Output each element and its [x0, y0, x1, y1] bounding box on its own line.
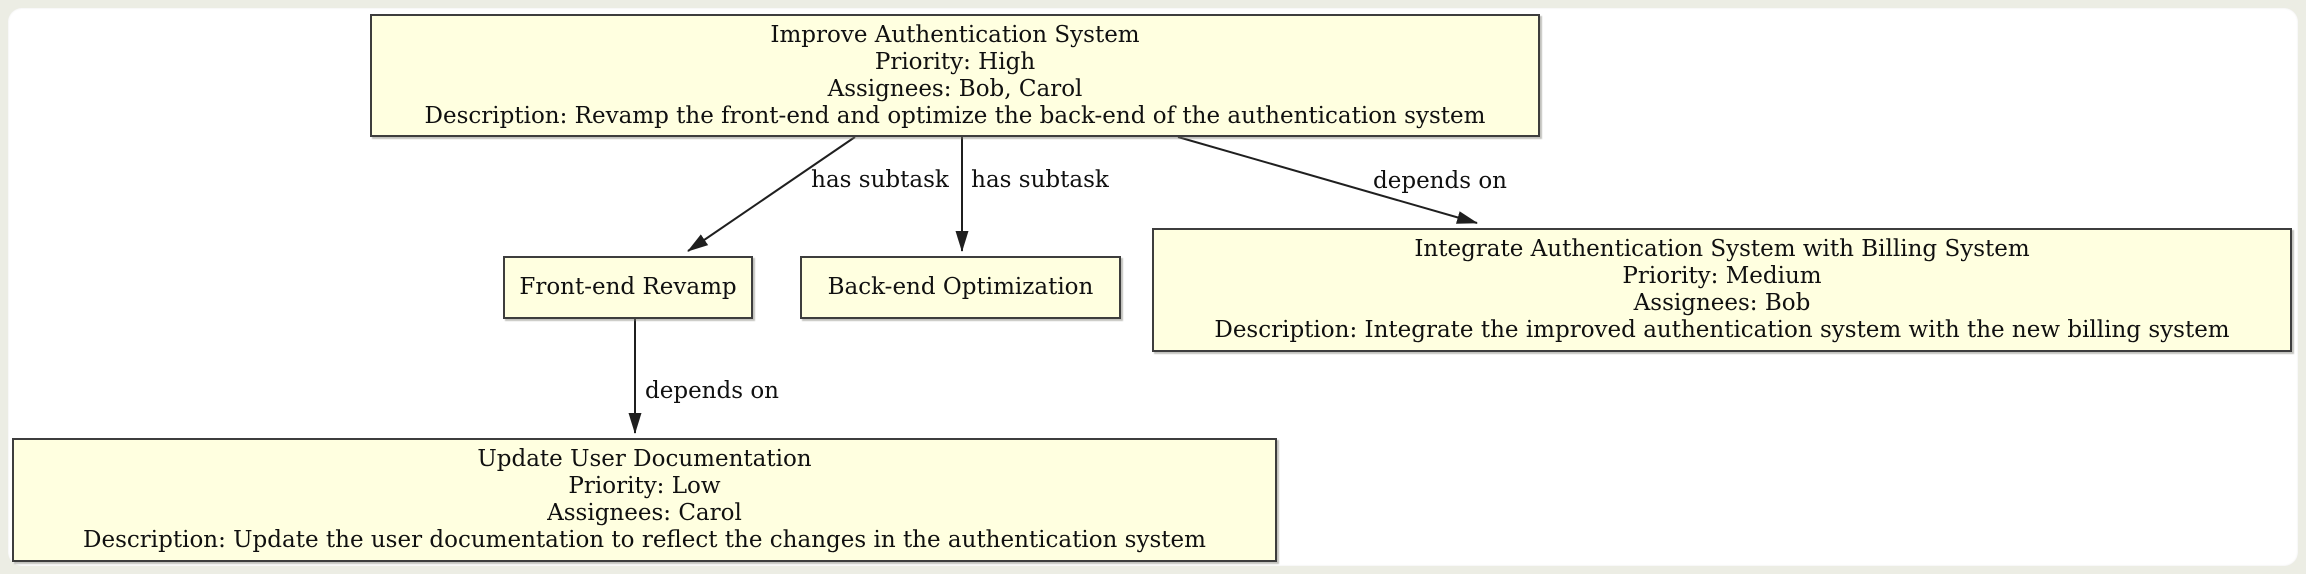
edge-label-depends-on-docs: depends on — [645, 378, 779, 404]
edge-label-has-subtask-frontend: has subtask — [811, 167, 949, 193]
node-assignees: Assignees: Carol — [547, 500, 742, 526]
node-title: Back-end Optimization — [827, 274, 1094, 300]
node-back-end-optimization: Back-end Optimization — [800, 256, 1121, 319]
node-priority: Priority: Low — [568, 473, 721, 499]
node-priority: Priority: High — [874, 48, 1036, 75]
node-description: Description: Update the user documentati… — [83, 527, 1206, 553]
node-assignees: Assignees: Bob — [1633, 290, 1811, 316]
node-title: Update User Documentation — [477, 446, 812, 472]
node-description: Description: Revamp the front-end and op… — [424, 102, 1486, 129]
node-improve-authentication-system: Improve Authentication System Priority: … — [370, 14, 1540, 137]
node-title: Integrate Authentication System with Bil… — [1414, 236, 2030, 262]
node-update-user-documentation: Update User Documentation Priority: Low … — [12, 438, 1277, 562]
node-description: Description: Integrate the improved auth… — [1214, 317, 2230, 343]
node-front-end-revamp: Front-end Revamp — [503, 256, 753, 319]
node-title: Improve Authentication System — [770, 21, 1140, 48]
edge-label-has-subtask-backend: has subtask — [971, 167, 1109, 193]
edge-label-depends-on-integrate: depends on — [1373, 168, 1507, 194]
node-title: Front-end Revamp — [519, 274, 737, 300]
node-integrate-auth-with-billing: Integrate Authentication System with Bil… — [1152, 228, 2292, 352]
node-assignees: Assignees: Bob, Carol — [827, 75, 1083, 102]
node-priority: Priority: Medium — [1622, 263, 1822, 289]
